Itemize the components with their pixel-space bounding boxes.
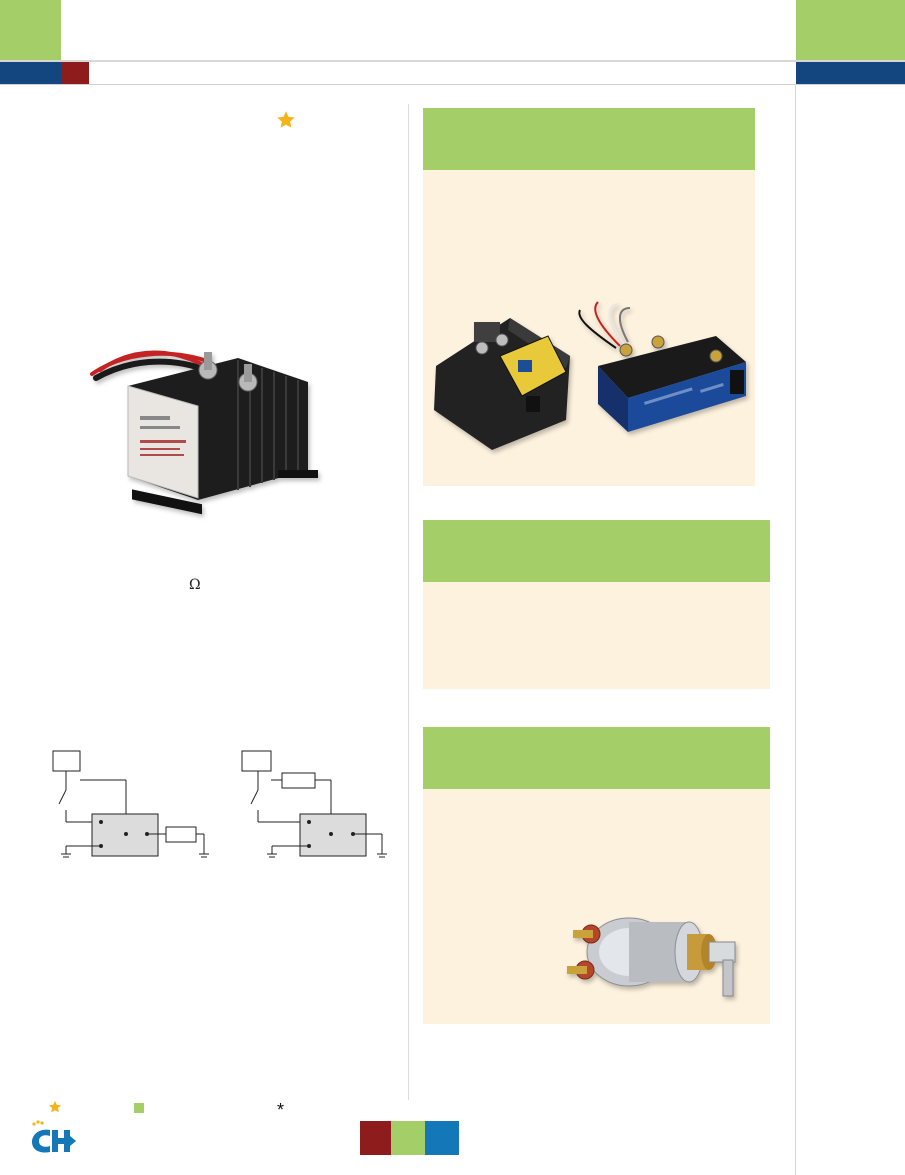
- header-green-block-right: [796, 0, 905, 60]
- panel-1-header: [423, 108, 755, 170]
- ohm-symbol: Ω: [189, 577, 201, 593]
- footer-swatch-blue: [425, 1121, 459, 1155]
- battery-isolator-image: [90, 350, 318, 515]
- header-rule: [0, 60, 905, 62]
- star-icon: [277, 111, 295, 128]
- ch-logo: [32, 1120, 76, 1153]
- footer-swatch-red: [360, 1121, 391, 1155]
- header-band: [0, 62, 905, 85]
- panel-2-body: [423, 582, 770, 689]
- header-navy-tab-left: [0, 62, 61, 84]
- panel-2-header: [423, 520, 770, 582]
- column-divider: [408, 104, 409, 1100]
- battery-switch-image: [567, 917, 736, 997]
- header-navy-tab-right: [796, 62, 905, 84]
- footer-swatch-green: [391, 1121, 425, 1155]
- header-green-block-left: [0, 0, 61, 60]
- header-red-tab: [61, 62, 89, 84]
- legend-star-icon: [48, 1100, 62, 1113]
- right-margin-rule: [795, 84, 796, 1175]
- wiring-diagram-2: [241, 750, 387, 858]
- isolator-pair-image: [434, 301, 746, 450]
- panel-3-header: [423, 727, 770, 789]
- footer-asterisk: *: [277, 1100, 285, 1120]
- panel-3-body: [423, 789, 770, 1024]
- legend-square-icon: [134, 1103, 144, 1113]
- wiring-diagram-1: [52, 750, 209, 858]
